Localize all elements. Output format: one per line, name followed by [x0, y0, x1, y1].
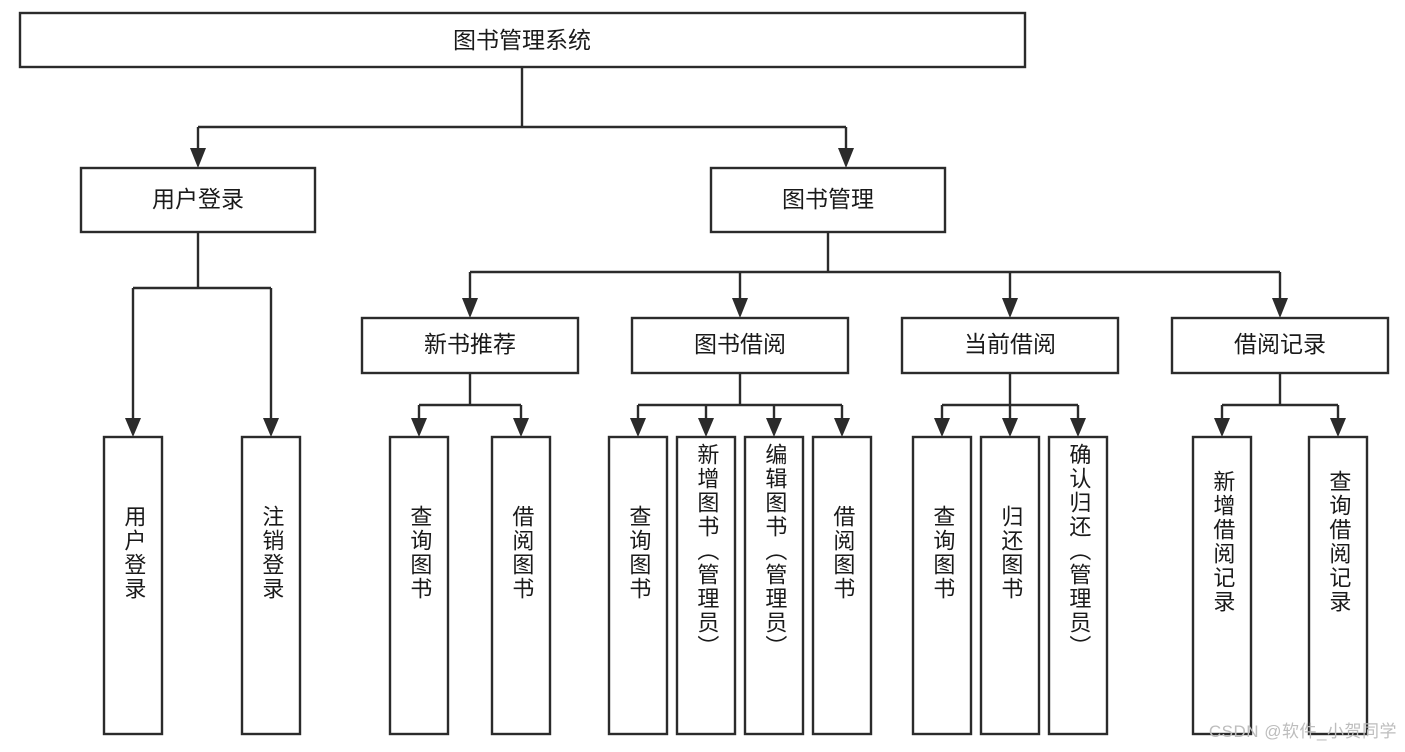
node-box-leaf-book-borrow-2[interactable]	[743, 435, 805, 736]
node-box-leaf-user-login-0[interactable]	[102, 435, 164, 736]
edges-newbook-to-leaves	[411, 373, 529, 437]
arrow-currentborrow-l1	[934, 418, 950, 437]
arrow-bookborrow-l1	[630, 418, 646, 437]
node-box-leaf-borrow-record-1[interactable]	[1307, 435, 1369, 736]
node-label-user-login: 用户登录	[152, 186, 244, 212]
arrow-userlogin-l1	[125, 418, 141, 437]
node-label-current-borrow: 当前借阅	[964, 331, 1056, 357]
node-label-new-book-recommend: 新书推荐	[424, 331, 516, 357]
arrow-newbook-l1	[411, 418, 427, 437]
node-box-borrow-record[interactable]	[1170, 316, 1390, 375]
node-box-book-borrow[interactable]	[630, 316, 850, 375]
node-box-leaf-user-login-1[interactable]	[240, 435, 302, 736]
node-box-leaf-new-book-0[interactable]	[388, 435, 450, 736]
arrow-bookborrow-l4	[834, 418, 850, 437]
arrow-bookborrow-l2	[698, 418, 714, 437]
node-label-root: 图书管理系统	[453, 27, 591, 53]
arrow-newbook-l2	[513, 418, 529, 437]
arrow-to-bookborrow	[732, 298, 748, 318]
edges-userlogin-to-leaves	[125, 232, 279, 437]
node-box-user-login[interactable]	[79, 166, 317, 234]
edges-root-to-level1	[190, 67, 854, 168]
node-label-book-manage: 图书管理	[782, 186, 874, 212]
node-box-leaf-book-borrow-1[interactable]	[675, 435, 737, 736]
edges-bookmanage-to-level2	[462, 232, 1288, 318]
arrow-currentborrow-l3	[1070, 418, 1086, 437]
arrow-borrowrecord-l1	[1214, 418, 1230, 437]
edges-bookborrow-to-leaves	[630, 373, 850, 437]
arrow-userlogin-l2	[263, 418, 279, 437]
node-box-new-book-recommend[interactable]	[360, 316, 580, 375]
arrow-to-book-manage	[838, 148, 854, 168]
arrow-borrowrecord-l2	[1330, 418, 1346, 437]
node-box-root[interactable]	[18, 11, 1027, 69]
arrow-to-user-login	[190, 148, 206, 168]
node-box-leaf-book-borrow-0[interactable]	[607, 435, 669, 736]
watermark-text: CSDN @软件_小贺同学	[1208, 722, 1397, 741]
edges-borrowrecord-to-leaves	[1214, 373, 1346, 437]
arrow-currentborrow-l2	[1002, 418, 1018, 437]
node-label-book-borrow: 图书借阅	[694, 331, 786, 357]
node-box-leaf-current-borrow-2[interactable]	[1047, 435, 1109, 736]
arrow-bookborrow-l3	[766, 418, 782, 437]
node-box-leaf-current-borrow-0[interactable]	[911, 435, 973, 736]
node-box-leaf-book-borrow-3[interactable]	[811, 435, 873, 736]
node-box-current-borrow[interactable]	[900, 316, 1120, 375]
node-box-book-manage[interactable]	[709, 166, 947, 234]
node-label-borrow-record: 借阅记录	[1234, 331, 1326, 357]
arrow-to-currentborrow	[1002, 298, 1018, 318]
edges-currentborrow-to-leaves	[934, 373, 1086, 437]
node-box-leaf-current-borrow-1[interactable]	[979, 435, 1041, 736]
node-box-leaf-new-book-1[interactable]	[490, 435, 552, 736]
arrow-to-newbook	[462, 298, 478, 318]
node-box-leaf-borrow-record-0[interactable]	[1191, 435, 1253, 736]
arrow-to-borrowrecord	[1272, 298, 1288, 318]
